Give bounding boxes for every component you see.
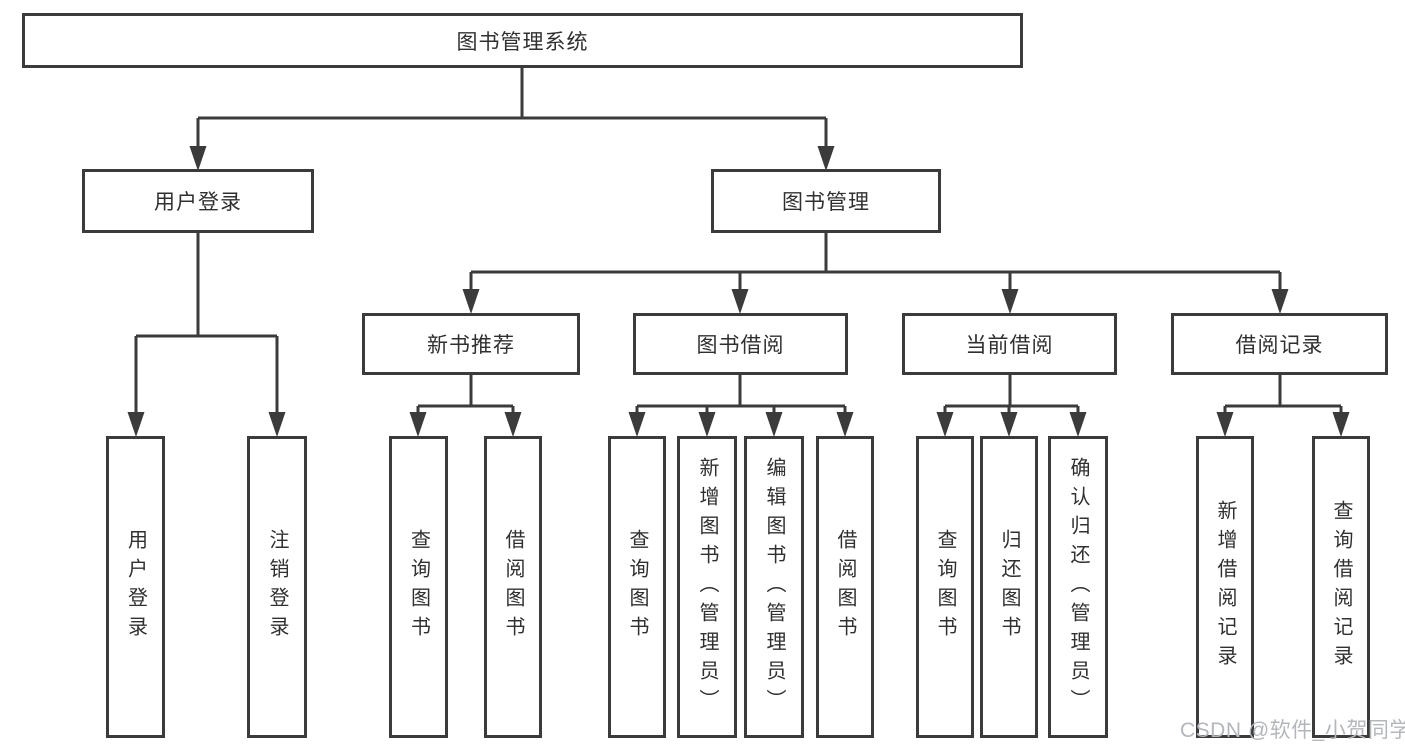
node-user-login: 用户登录 — [82, 169, 314, 233]
node-root-system-label: 图书管理系统 — [456, 30, 589, 54]
node-new-book-recommend: 新书推荐 — [362, 313, 580, 375]
node-user-login-leaf-label: 用户登录 — [124, 529, 147, 645]
node-edit-books-admin-label: 编辑图书（管理员） — [763, 456, 785, 718]
node-book-management-label: 图书管理 — [782, 191, 870, 214]
node-query-books-recommend-label: 查询图书 — [407, 529, 430, 645]
node-borrow-books-recommend-label: 借阅图书 — [502, 529, 524, 645]
node-return-books-label: 归还图书 — [998, 529, 1020, 645]
node-add-books-admin-label: 新增图书（管理员） — [696, 456, 718, 718]
node-query-books-current: 查询图书 — [916, 436, 974, 738]
node-borrow-books-label: 借阅图书 — [834, 529, 856, 645]
connector-user-login — [134, 233, 279, 414]
node-borrow-books-recommend: 借阅图书 — [484, 436, 542, 738]
node-borrowing-records: 借阅记录 — [1171, 313, 1388, 375]
node-borrowing-records-label: 借阅记录 — [1235, 334, 1324, 357]
node-confirm-return-admin-label: 确认归还（管理员） — [1067, 456, 1089, 718]
node-query-books-current-label: 查询图书 — [934, 529, 956, 645]
node-confirm-return-admin: 确认归还（管理员） — [1048, 436, 1108, 738]
csdn-watermark: CSDN @软件_小贺同学 — [1180, 719, 1405, 742]
node-logout-label: 注销登录 — [266, 529, 288, 645]
node-edit-books-admin: 编辑图书（管理员） — [744, 436, 804, 738]
node-user-login-leaf: 用户登录 — [106, 436, 165, 738]
node-logout: 注销登录 — [247, 436, 307, 738]
node-book-borrowing-label: 图书借阅 — [696, 334, 785, 357]
node-return-books: 归还图书 — [980, 436, 1038, 738]
node-query-borrow-record: 查询借阅记录 — [1312, 436, 1370, 738]
node-current-borrowing: 当前借阅 — [902, 313, 1117, 375]
node-borrow-books: 借阅图书 — [816, 436, 874, 738]
connector-book-borrow — [635, 375, 847, 414]
connector-root — [196, 68, 828, 148]
connector-new-book-rec — [416, 375, 515, 414]
node-query-books-recommend: 查询图书 — [389, 436, 448, 738]
node-book-borrowing: 图书借阅 — [633, 313, 848, 375]
node-root-system: 图书管理系统 — [22, 13, 1023, 68]
node-add-books-admin: 新增图书（管理员） — [677, 436, 737, 738]
node-query-borrow-record-label: 查询借阅记录 — [1330, 500, 1352, 674]
node-add-borrow-record: 新增借阅记录 — [1196, 436, 1254, 738]
arrowheads — [127, 146, 1350, 437]
connector-current-borrow — [943, 375, 1080, 414]
connector-book-mgmt — [469, 233, 1282, 290]
node-book-management: 图书管理 — [711, 169, 941, 233]
node-query-books-borrowing: 查询图书 — [608, 436, 666, 738]
node-query-books-borrowing-label: 查询图书 — [626, 529, 648, 645]
node-new-book-recommend-label: 新书推荐 — [427, 334, 515, 357]
node-user-login-label: 用户登录 — [154, 191, 242, 214]
node-add-borrow-record-label: 新增借阅记录 — [1214, 500, 1236, 674]
node-current-borrowing-label: 当前借阅 — [965, 334, 1054, 357]
connector-borrow-records — [1223, 375, 1343, 414]
